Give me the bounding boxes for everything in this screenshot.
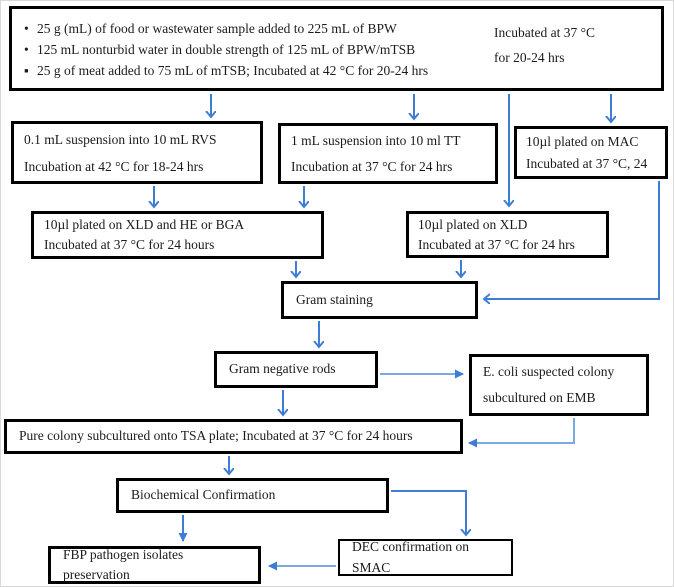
- arrow-biochem-to-dec: [391, 490, 466, 535]
- tt-enrichment-box: 1 mL suspension into 10 ml TT Incubation…: [278, 123, 498, 184]
- gram-staining-box: Gram staining: [281, 281, 478, 319]
- bullet-text: 125 mL nonturbid water in double strengt…: [37, 42, 416, 57]
- box-text: Gram negative rods: [229, 361, 336, 377]
- box-text-line: Incubated at 37 °C for 24 hours: [44, 237, 215, 252]
- list-item: • 25 g (mL) of food or wastewater sample…: [24, 18, 464, 39]
- box-text: Gram staining: [296, 291, 373, 307]
- box-text-line: Incubation at 37 °C for 24 hrs: [291, 158, 453, 174]
- bullet-text: 25 g (mL) of food or wastewater sample a…: [37, 21, 397, 36]
- bullet-icon: •: [24, 42, 29, 57]
- side-note-line: for 20-24 hrs: [494, 50, 565, 65]
- bullet-icon: •: [24, 21, 29, 36]
- dec-smac-confirmation-box: DEC confirmation on SMAC: [338, 539, 513, 576]
- rvs-enrichment-box: 0.1 mL suspension into 10 mL RVS Incubat…: [11, 121, 263, 184]
- arrow-emb-to-tsa: [468, 418, 575, 448]
- box-text-line: 10µl plated on XLD and HE or BGA: [44, 217, 245, 232]
- sample-bullet-list: • 25 g (mL) of food or wastewater sample…: [24, 18, 464, 81]
- fbp-preservation-box: FBP pathogen isolates preservation: [48, 546, 261, 584]
- sample-preparation-box: • 25 g (mL) of food or wastewater sample…: [9, 6, 664, 91]
- box-text-line: subcultured on EMB: [483, 390, 596, 405]
- box-text: FBP pathogen isolates preservation: [63, 546, 184, 582]
- bullet-text: 25 g of meat added to 75 mL of mTSB; Inc…: [37, 63, 429, 78]
- ecoli-emb-box: E. coli suspected colony subcultured on …: [469, 354, 649, 416]
- box-text-line: 0.1 mL suspension into 10 mL RVS: [24, 131, 217, 147]
- mac-plating-box: 10µl plated on MAC Incubated at 37 °C, 2…: [514, 126, 668, 179]
- arrow-mac-to-gramstaining: [484, 181, 660, 299]
- box-text-line: 1 mL suspension into 10 ml TT: [291, 132, 461, 148]
- list-item: • 125 mL nonturbid water in double stren…: [24, 39, 464, 60]
- box-text-line: Incubated at 37 °C, 24: [526, 155, 648, 171]
- box-text-line: Incubated at 37 °C for 24 hrs: [418, 236, 575, 252]
- xld-he-bga-plating-box: 10µl plated on XLD and HE or BGA Incubat…: [31, 211, 324, 259]
- side-note-line: Incubated at 37 °C: [494, 25, 595, 40]
- box-text: DEC confirmation on SMAC: [352, 539, 469, 575]
- box-text-line: 10µl plated on XLD: [418, 216, 528, 232]
- bullet-icon: ▪: [24, 63, 29, 78]
- box-text-line: 10µl plated on MAC: [526, 133, 639, 149]
- box-text-line: E. coli suspected colony: [483, 364, 615, 379]
- xld-plating-box: 10µl plated on XLD Incubated at 37 °C fo…: [406, 211, 609, 258]
- biochemical-confirmation-box: Biochemical Confirmation: [116, 478, 389, 513]
- box-text-line: Incubation at 42 °C for 18-24 hrs: [24, 158, 204, 174]
- box-text: Pure colony subcultured onto TSA plate; …: [19, 428, 413, 444]
- incubation-side-note: Incubated at 37 °C for 20-24 hrs: [494, 20, 669, 70]
- list-item: ▪ 25 g of meat added to 75 mL of mTSB; I…: [24, 60, 464, 81]
- gram-negative-rods-box: Gram negative rods: [214, 351, 378, 388]
- box-text: Biochemical Confirmation: [131, 487, 276, 503]
- tsa-subculture-box: Pure colony subcultured onto TSA plate; …: [4, 419, 463, 454]
